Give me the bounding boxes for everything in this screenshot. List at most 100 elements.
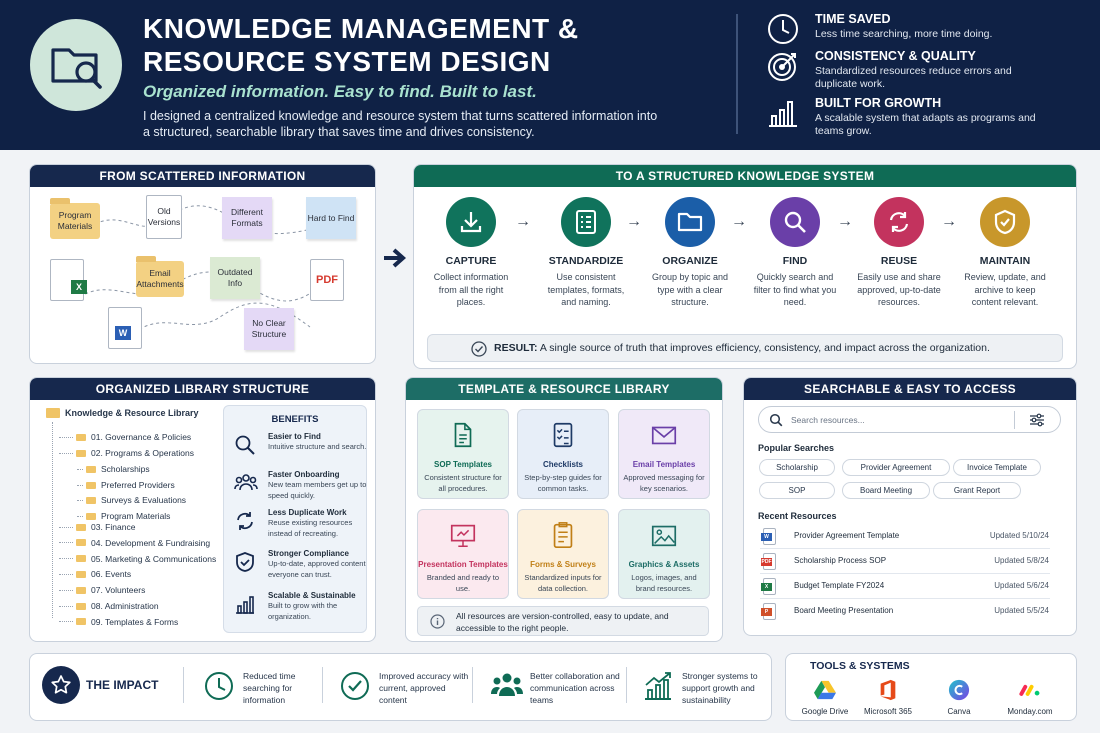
recent-resources-title: Recent Resources [758, 511, 837, 521]
tree-folder-item[interactable]: 02. Programs & Operations [59, 448, 194, 458]
tree-folder-item[interactable]: Preferred Providers [77, 480, 175, 490]
folder-icon [76, 570, 86, 578]
folder-search-icon [30, 19, 122, 111]
row-divider [760, 548, 1050, 549]
tree-connector [59, 436, 73, 438]
tree-connector [59, 573, 73, 575]
impact-title: THE IMPACT [86, 678, 159, 692]
step-organize: ORGANIZE Group by topic and type with a … [644, 197, 736, 309]
shield-check-icon [980, 197, 1030, 247]
row-divider [760, 573, 1050, 574]
team-icon [491, 673, 523, 696]
file-type-icon: W [761, 528, 776, 545]
benefit-time-saved: TIME SAVED Less time searching, more tim… [766, 12, 1086, 58]
tree-connector [59, 542, 73, 544]
microsoft-365-icon [880, 679, 896, 701]
benefit-consistency: CONSISTENCY & QUALITY Standardized resou… [766, 49, 1086, 95]
tree-folder-item[interactable]: 05. Marketing & Communications [59, 554, 216, 564]
tree-folder-item[interactable]: 08. Administration [59, 601, 159, 611]
header-banner: KNOWLEDGE MANAGEMENT & RESOURCE SYSTEM D… [0, 0, 1100, 150]
step-standardize: STANDARDIZE Use consistent templates, fo… [540, 197, 632, 309]
step-find: FIND Quickly search and filter to find w… [749, 197, 841, 309]
popular-search-chip[interactable]: SOP [759, 482, 835, 499]
popular-search-chip[interactable]: Provider Agreement [842, 459, 950, 476]
impact-panel: THE IMPACT [29, 653, 772, 721]
team-icon [234, 474, 258, 491]
tool-monday: Monday.com [1000, 679, 1060, 716]
tree-folder-item[interactable]: 07. Volunteers [59, 585, 145, 595]
tree-connector [59, 589, 73, 591]
tool-canva: Canva [929, 679, 989, 716]
flow-arrow-icon: → [731, 213, 747, 230]
library-tree: 01. Governance & Policies 02. Programs & … [29, 377, 219, 642]
magnifier-icon [770, 197, 820, 247]
folder-icon [86, 481, 96, 489]
file-type-icon: PDF [761, 553, 776, 570]
row-divider [760, 598, 1050, 599]
popular-search-chip[interactable]: Invoice Template [953, 459, 1041, 476]
search-icon [235, 435, 255, 455]
impact-divider [472, 667, 473, 703]
step-maintain: MAINTAIN Review, update, and archive to … [959, 197, 1051, 309]
impact-divider [626, 667, 627, 703]
check-circle-icon [471, 341, 487, 357]
tree-connector [77, 515, 83, 517]
tree-folder-item[interactable]: Program Materials [77, 511, 170, 521]
tree-folder-item[interactable]: 03. Finance [59, 522, 135, 532]
word-file-icon: W [108, 307, 142, 349]
filter-sliders-icon[interactable] [1029, 413, 1045, 427]
clock-icon [205, 672, 233, 700]
download-icon [446, 197, 496, 247]
hard-to-find-note: Hard to Find [306, 197, 356, 239]
library-root: Knowledge & Resource Library [46, 408, 199, 418]
search-input[interactable]: Search resources... [758, 406, 1061, 433]
different-formats-note: Different Formats [222, 197, 272, 239]
impact-divider [183, 667, 184, 703]
tree-folder-item[interactable]: 04. Development & Fundraising [59, 538, 210, 548]
folder-icon [76, 555, 86, 563]
folder-open-icon [665, 197, 715, 247]
impact-divider [322, 667, 323, 703]
header-divider [736, 14, 738, 134]
check-circle-icon [341, 672, 369, 700]
tool-google-drive: Google Drive [795, 679, 855, 716]
tree-connector [59, 558, 73, 560]
target-icon [768, 53, 796, 81]
google-drive-icon [814, 680, 836, 700]
tree-folder-item[interactable]: 01. Governance & Policies [59, 432, 191, 442]
document-icon [454, 422, 472, 448]
scattered-panel: FROM SCATTERED INFORMATION Program Mater… [29, 164, 376, 364]
folder-icon [76, 523, 86, 531]
checklist-icon [553, 422, 573, 448]
pdf-file-icon: PDF [310, 259, 344, 301]
step-reuse: REUSE Easily use and share approved, up-… [853, 197, 945, 309]
tree-folder-item[interactable]: Scholarships [77, 464, 150, 474]
scattered-title: FROM SCATTERED INFORMATION [30, 165, 375, 187]
flow-arrow-icon: → [626, 213, 642, 230]
tree-connector [59, 526, 73, 528]
refresh-icon [874, 197, 924, 247]
result-bar: RESULT: A single source of truth that im… [427, 334, 1063, 362]
tree-connector [59, 605, 73, 607]
tree-folder-item[interactable]: 09. Templates & Forms [59, 617, 178, 627]
benefits-title: BENEFITS [271, 414, 319, 425]
email-attachments-folder: Email Attachments [136, 256, 184, 297]
tree-folder-item[interactable]: 06. Events [59, 569, 131, 579]
growth-chart-icon [645, 672, 671, 700]
popular-search-chip[interactable]: Grant Report [933, 482, 1021, 499]
popular-search-chip[interactable]: Board Meeting [842, 482, 930, 499]
popular-search-chip[interactable]: Scholarship [759, 459, 835, 476]
tree-folder-item[interactable]: Surveys & Evaluations [77, 495, 186, 505]
